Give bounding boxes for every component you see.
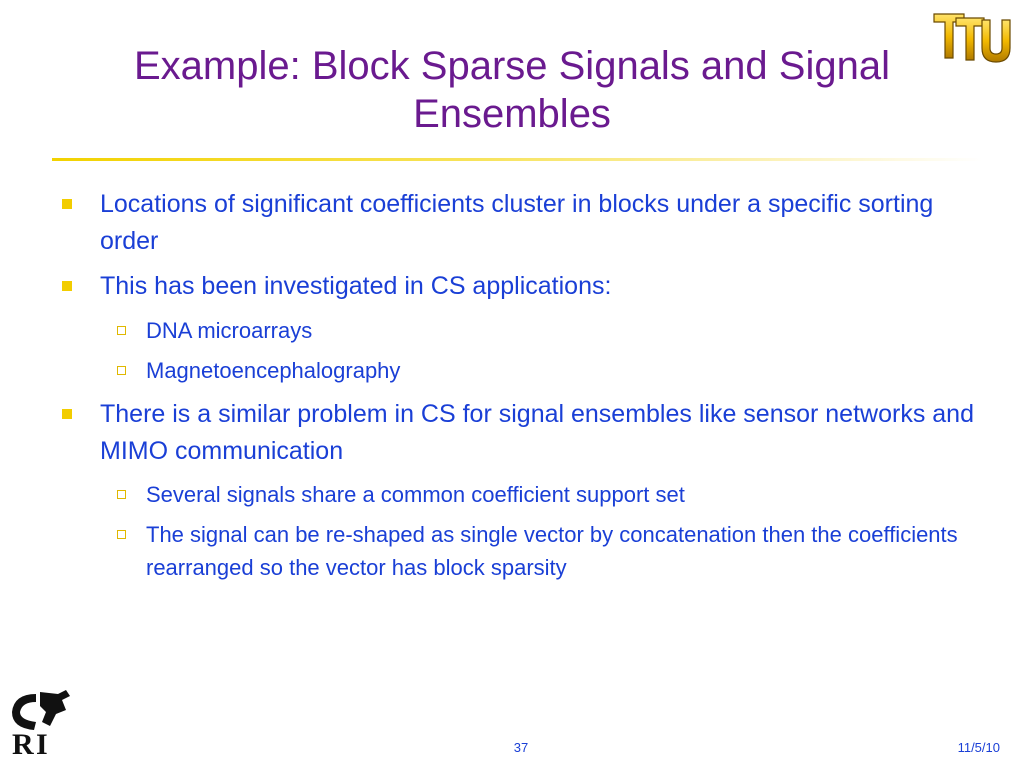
sub-bullet-text: Several signals share a common coefficie… xyxy=(146,482,685,507)
sub-bullet-item: Several signals share a common coefficie… xyxy=(117,478,986,511)
square-bullet-icon xyxy=(62,281,72,291)
title-divider xyxy=(52,158,982,161)
svg-text:R: R xyxy=(12,728,34,760)
sub-bullet-item: The signal can be re-shaped as single ve… xyxy=(117,518,986,584)
sub-bullet-text: Magnetoencephalography xyxy=(146,358,401,383)
hollow-square-bullet-icon xyxy=(117,530,126,539)
bullet-item: Locations of significant coefficients cl… xyxy=(62,186,980,260)
ttu-logo-icon xyxy=(933,13,1011,63)
bullet-text: There is a similar problem in CS for sig… xyxy=(100,400,974,465)
bullet-text: Locations of significant coefficients cl… xyxy=(100,190,934,255)
sub-bullet-text: DNA microarrays xyxy=(146,318,313,343)
slide-title: Example: Block Sparse Signals and Signal… xyxy=(40,42,984,138)
bullet-item: This has been investigated in CS applica… xyxy=(62,268,980,305)
page-number: 37 xyxy=(513,740,529,755)
slide-date: 11/5/10 xyxy=(957,740,1000,755)
sub-bullet-item: Magnetoencephalography xyxy=(117,354,986,387)
square-bullet-icon xyxy=(62,409,72,419)
cri-logo-icon: R I xyxy=(12,690,70,760)
hollow-square-bullet-icon xyxy=(117,366,126,375)
hollow-square-bullet-icon xyxy=(117,490,126,499)
slide-title-line1: Example: Block Sparse Signals and Signal xyxy=(134,44,890,88)
slide-title-line2: Ensembles xyxy=(413,92,611,136)
square-bullet-icon xyxy=(62,199,72,209)
bullet-item: There is a similar problem in CS for sig… xyxy=(62,396,980,470)
bullet-text: This has been investigated in CS applica… xyxy=(100,272,612,300)
svg-text:I: I xyxy=(36,728,48,760)
sub-bullet-text: The signal can be re-shaped as single ve… xyxy=(146,522,958,580)
hollow-square-bullet-icon xyxy=(117,326,126,335)
sub-bullet-item: DNA microarrays xyxy=(117,314,986,347)
